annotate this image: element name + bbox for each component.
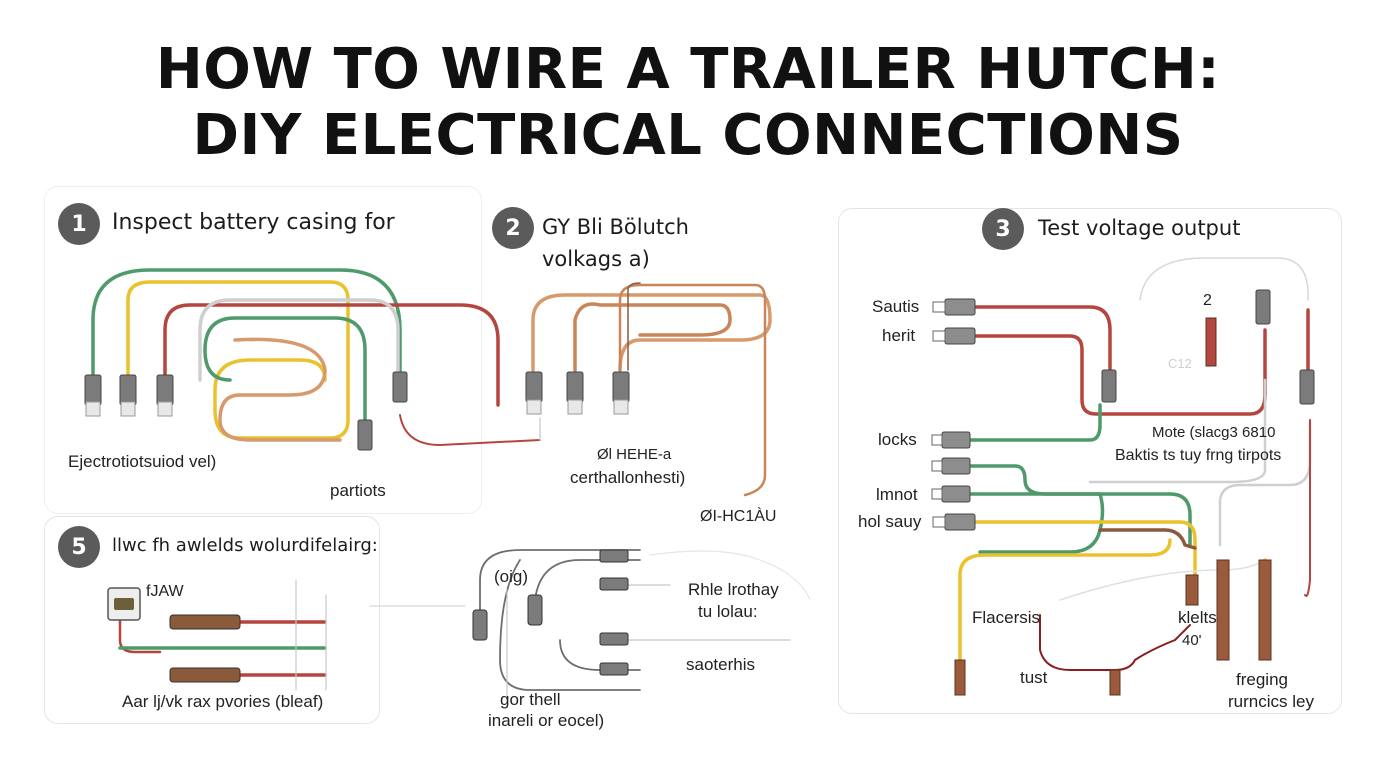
page-title-line1: HOW TO WIRE A TRAILER HUTCH: (155, 37, 1221, 102)
p3-yellow-wire-2 (958, 538, 1172, 662)
p1-gray-wire (198, 298, 400, 382)
p5-fuse-2 (169, 667, 241, 683)
p6-plug-1 (599, 549, 629, 563)
p6-plug-2 (599, 577, 629, 591)
p3-terminal-4 (954, 659, 966, 696)
p3-plug-4 (941, 457, 971, 475)
p6-label-lolau: tu lolau: (698, 602, 758, 621)
p3-brown-wire (1098, 528, 1197, 550)
p2-label-b: certhallonhesti) (570, 468, 686, 487)
p3-gray-outline-2 (1059, 559, 1266, 601)
p3-terminal-5 (1109, 669, 1121, 696)
p6-outline-3 (649, 550, 811, 601)
p5-label-bottom: Aar lj/vk rax pvories (bleaf) (122, 692, 324, 711)
p6-outline-2 (534, 559, 641, 671)
p3-plug-1 (944, 298, 976, 316)
p3-green-wire-2 (968, 464, 1192, 547)
p2-orange-wire (573, 302, 732, 372)
p2-brown2-wire (627, 282, 641, 371)
p3-gray-outline (1139, 257, 1309, 301)
step-5-title: llwc fh awlelds wolurdifelairg: (112, 535, 378, 556)
p3-red-wire-top (973, 305, 1112, 372)
p6-plug-3 (599, 632, 629, 646)
p2-connector-3 (612, 371, 630, 403)
p1-red-tail (399, 414, 541, 446)
p6-plug-4 (599, 662, 629, 676)
p1-yellow-wire (126, 280, 350, 440)
p3-connector-r1 (1101, 369, 1117, 403)
p6-connector-1 (472, 609, 488, 641)
p6-label-gor: gor thell (500, 690, 561, 709)
p6-label-hole: Rhle lrothay (688, 580, 779, 599)
p2-label-c: ØI-HC1ÀU (700, 508, 777, 525)
p3-label-tust: tust (1020, 668, 1048, 687)
step-2-subtitle: volkags a) (542, 247, 650, 271)
p3-plug-5 (941, 485, 971, 503)
p1-label-bottom: partiots (330, 481, 386, 500)
p5-label-aw: fJAW (146, 583, 184, 600)
p3-label-sautis: Sautis (872, 297, 920, 316)
p1-tan-wire (218, 337, 342, 442)
step-3-badge: 3 (982, 208, 1024, 250)
p3-label-lmnot: lmnot (876, 485, 918, 504)
step-2-badge: 2 (492, 207, 534, 249)
p3-connector-r2 (1255, 289, 1271, 325)
p3-label-holsauy: hol sauy (858, 512, 922, 531)
p3-label-locks: locks (878, 430, 917, 449)
p3-label-num40: 40' (1182, 632, 1202, 649)
p3-red-wire-2 (973, 328, 1267, 416)
p3-label-herit: herit (882, 326, 916, 345)
p3-gray-wire-2 (1218, 418, 1312, 547)
p2-brown-wire (618, 283, 767, 497)
p3-brown-bottom (1039, 614, 1191, 671)
p1-red-wire (163, 303, 500, 407)
p1-connector-5 (357, 419, 373, 451)
p3-yellow-wire (973, 520, 1197, 582)
p3-label-mote: Mote (slacg3 6810 (1152, 424, 1276, 441)
p1-label-left: Ejectrotiotsuiod vel) (68, 452, 217, 471)
p1-connector-3 (156, 374, 174, 406)
p3-label-flacersis: Flacersis (972, 608, 1041, 627)
p6-connector-2 (527, 594, 543, 626)
p1-green2-wire (203, 316, 367, 422)
p3-label-baktis: Baktis ts tuy frng tirpots (1115, 447, 1282, 464)
p3-connector-r3 (1299, 369, 1315, 405)
step-3-title: Test voltage output (1038, 216, 1241, 240)
p3-green-wire (968, 403, 1102, 442)
p3-plug-3 (941, 431, 971, 449)
p3-plug-2 (944, 327, 976, 345)
p3-probe (1205, 317, 1217, 367)
p6-label-oig: (oig) (494, 567, 529, 586)
p1-connector-1 (84, 374, 102, 406)
p3-red-right-2 (1304, 419, 1311, 597)
step-2-title: GY Bli Bölutch (542, 215, 689, 239)
p1-connector-2 (119, 374, 137, 406)
step-1-badge: 1 (58, 203, 100, 245)
p3-label-num2: 2 (1203, 292, 1212, 309)
p3-terminal-1 (1185, 574, 1199, 606)
p3-plug-6 (944, 513, 976, 531)
p2-tan-wire (531, 293, 772, 372)
p2-connector-2 (566, 371, 584, 403)
p3-label-c12: C12 (1168, 356, 1192, 371)
step-1-title: Inspect battery casing for (112, 210, 395, 235)
p1-connector-4 (392, 371, 408, 403)
p6-label-saoterhis: saoterhis (686, 655, 755, 674)
panel-step-1 (44, 186, 482, 514)
p6-label-nareli: inareli or eocel) (488, 711, 605, 730)
p3-terminal-2 (1216, 559, 1230, 661)
p3-gray-wire (1088, 378, 1267, 484)
p3-label-rurncics: rurncics ley (1228, 692, 1314, 711)
step-5-badge: 5 (58, 526, 100, 568)
p2-label-a: Øl HEHE-a (597, 446, 672, 463)
p3-terminal-3 (1258, 559, 1272, 661)
p3-label-freging: freging (1236, 670, 1288, 689)
p6-outline (479, 549, 641, 691)
page-title-line2: DIY ELECTRICAL CONNECTIONS (192, 103, 1184, 168)
p5-fuse-1 (169, 614, 241, 630)
p2-connector-1 (525, 371, 543, 403)
p3-label-klelts: klelts (1178, 608, 1217, 627)
